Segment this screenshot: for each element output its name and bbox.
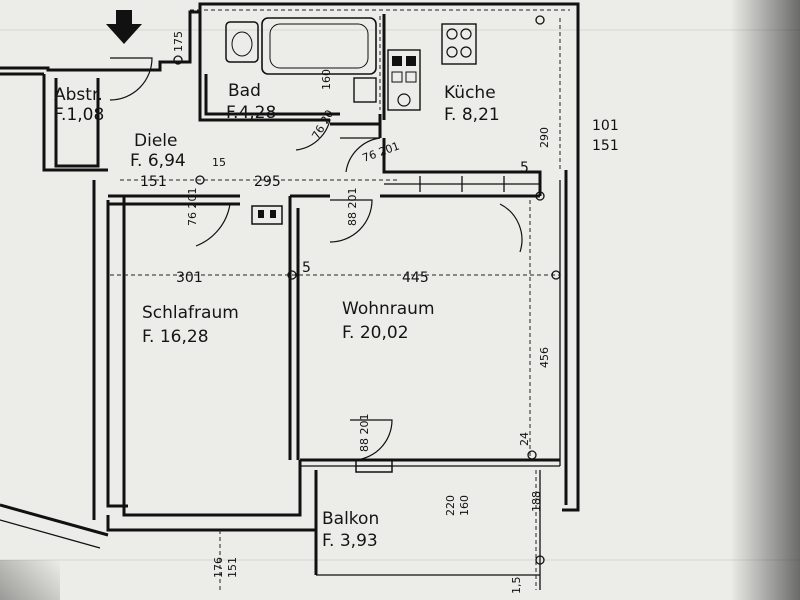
door-swings	[109, 57, 523, 473]
interior-walls	[54, 4, 561, 590]
dim-right-24: 24	[518, 432, 531, 446]
stove-icon	[441, 23, 477, 65]
room-area-balkon: F. 3,93	[322, 531, 378, 551]
room-name-abstr: Abstr.	[54, 85, 103, 105]
outer-walls	[0, 2, 580, 549]
entrance-arrow-icon	[106, 10, 142, 44]
dim-door-kueche: 76 201	[361, 139, 402, 164]
dim-wall-mid: 5	[302, 260, 311, 276]
dim-right-101: 101	[592, 118, 619, 134]
dim-top-175: 175	[172, 31, 185, 52]
dim-right-151: 151	[592, 138, 619, 154]
dim-wohn-456: 456	[538, 347, 551, 368]
room-name-kueche: Küche	[444, 83, 496, 103]
room-area-abstr: F.1,08	[54, 105, 104, 125]
room-name-schlafraum: Schlafraum	[142, 303, 239, 323]
dim-diele-right: 15	[212, 156, 226, 169]
dim-bottom-15: 1,5	[510, 577, 523, 595]
dim-diele-left: 151	[140, 174, 167, 190]
room-area-diele: F. 6,94	[130, 151, 186, 171]
dim-diele-width: 295	[254, 174, 281, 190]
dim-schlaf-width: 301	[176, 270, 203, 286]
room-area-wohnraum: F. 20,02	[342, 323, 409, 343]
dim-bottom-151: 151	[226, 557, 239, 578]
washbasin-icon	[225, 21, 259, 63]
dim-door-wohn: 88 201	[346, 188, 359, 227]
dim-bottom-176: 176	[212, 557, 225, 578]
toilet-icon	[353, 77, 377, 103]
room-name-diele: Diele	[134, 131, 177, 151]
dimension-lines	[110, 9, 570, 590]
dim-wohn-width: 445	[402, 270, 429, 286]
dim-door-schlaf: 76 201	[186, 188, 199, 227]
dim-door-balkon: 88 201	[358, 414, 371, 453]
bathtub-icon	[261, 17, 377, 75]
room-area-schlafraum: F. 16,28	[142, 327, 209, 347]
dim-kueche-290: 290	[538, 127, 551, 148]
dim-balkon-220: 220	[444, 495, 457, 516]
kitchen-counter-icon	[387, 49, 421, 111]
dim-window-bad: 160	[320, 69, 333, 90]
room-name-wohnraum: Wohnraum	[342, 299, 435, 319]
room-area-bad: F.4,28	[226, 103, 276, 123]
dim-balkon-5-top: 5	[520, 160, 529, 176]
dim-balkon-160: 160	[458, 495, 471, 516]
room-name-balkon: Balkon	[322, 509, 379, 529]
dim-balkon-188: 188	[530, 491, 543, 512]
room-name-bad: Bad	[228, 81, 261, 101]
room-area-kueche: F. 8,21	[444, 105, 500, 125]
